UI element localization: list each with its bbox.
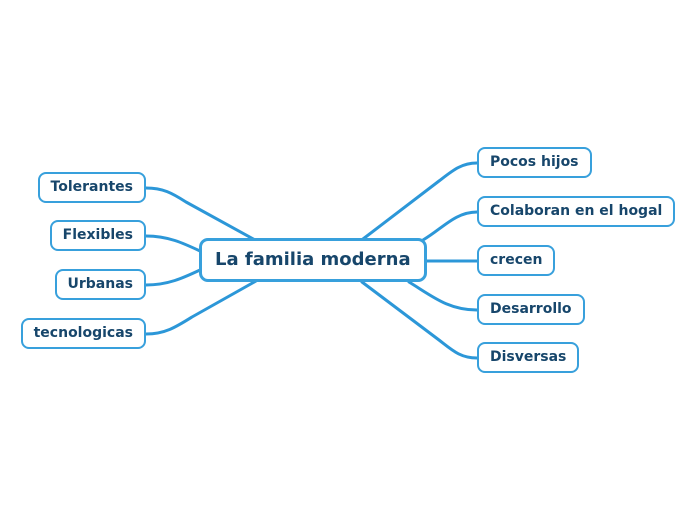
connector-tecnologicas: [144, 279, 258, 336]
branch-disversas[interactable]: Disversas: [477, 342, 580, 373]
branch-crecen[interactable]: crecen: [477, 245, 556, 276]
branch-desarrollo[interactable]: Desarrollo: [477, 294, 585, 325]
central-topic[interactable]: La familia moderna: [199, 238, 427, 282]
branch-tecnologicas[interactable]: tecnologicas: [20, 318, 146, 349]
connector-colaboran: [421, 210, 479, 242]
connector-disversas: [360, 280, 479, 360]
connector-urbanas: [144, 268, 202, 287]
connector-tolerantes: [144, 186, 259, 243]
branch-colaboran-en-el-hogal[interactable]: Colaboran en el hogal: [477, 196, 676, 227]
connector-pocos-hijos: [361, 161, 479, 241]
branch-pocos-hijos[interactable]: Pocos hijos: [477, 147, 592, 178]
branch-urbanas[interactable]: Urbanas: [54, 269, 146, 300]
branch-flexibles[interactable]: Flexibles: [49, 220, 146, 251]
connector-flexibles: [144, 234, 202, 253]
branch-tolerantes[interactable]: Tolerantes: [37, 172, 146, 203]
connector-desarrollo: [407, 280, 479, 312]
